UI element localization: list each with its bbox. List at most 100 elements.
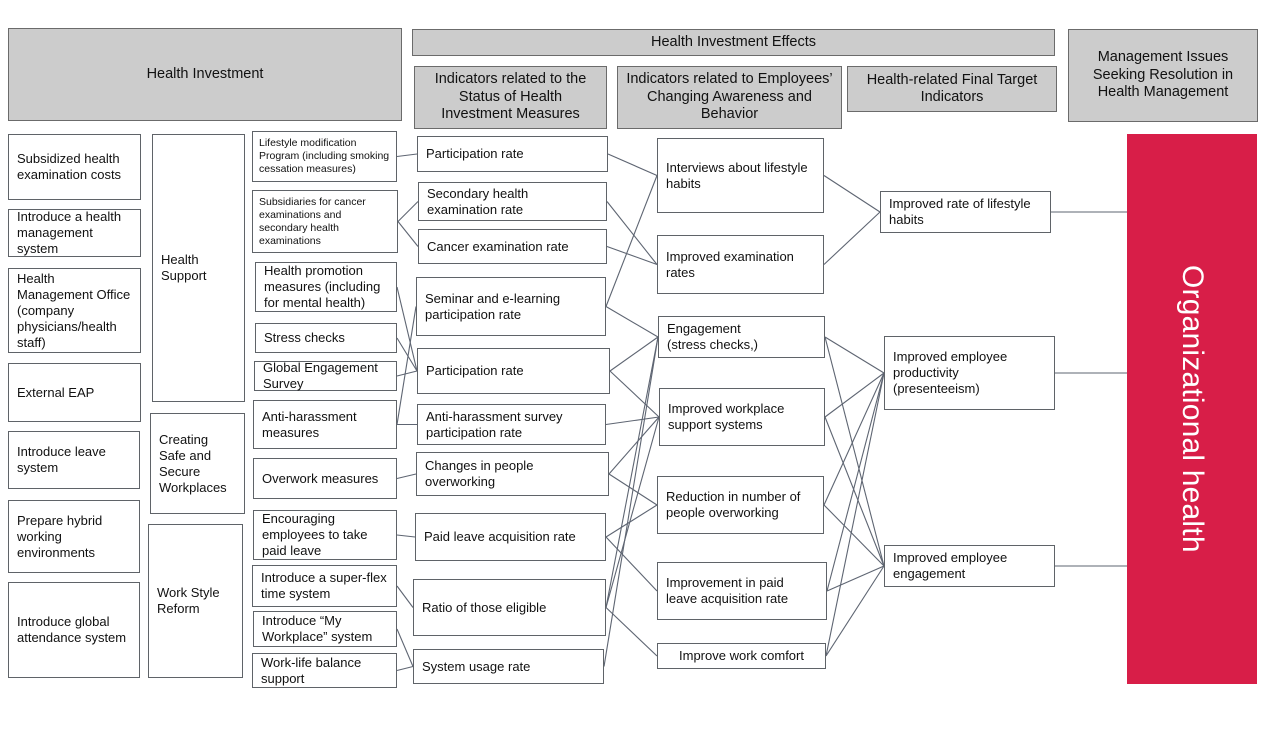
category-health-support: Health Support bbox=[152, 134, 245, 402]
link-awareness-to-target bbox=[826, 565, 885, 592]
final-target-label: Improved employee engagement bbox=[893, 550, 1008, 581]
status-indicator: System usage rate bbox=[413, 649, 604, 684]
link-awareness-to-target bbox=[825, 565, 885, 657]
measure-label: Encouraging employees to take paid leave bbox=[262, 511, 368, 558]
status-indicator: Changes in people overworking bbox=[416, 452, 609, 496]
header-awareness-indicators: Indicators related to Employees’ Changin… bbox=[617, 66, 842, 129]
measure-label: Anti-harassment measures bbox=[262, 408, 357, 440]
header-label: Health Investment bbox=[146, 65, 264, 82]
link-measure-to-status bbox=[396, 337, 418, 372]
awareness-indicator-label: Reduction in number of people overworkin… bbox=[666, 489, 801, 520]
header-health-investment: Health Investment bbox=[8, 28, 402, 121]
awareness-indicator-label: Improved examination rates bbox=[666, 248, 794, 280]
header-label: Health-related Final Target Indicators bbox=[866, 71, 1038, 106]
status-indicator: Participation rate bbox=[417, 136, 608, 172]
header-health-investment-effects: Health Investment Effects bbox=[412, 29, 1055, 56]
status-indicator-label: Changes in people overworking bbox=[425, 458, 534, 489]
awareness-indicator-label: Interviews about lifestyle habits bbox=[666, 159, 808, 191]
link-status-to-awareness bbox=[609, 336, 659, 372]
link-status-to-awareness bbox=[609, 370, 660, 418]
foundation-item: Health Management Office (company physic… bbox=[8, 268, 141, 353]
status-indicator-label: Secondary health examination rate bbox=[427, 185, 529, 217]
measure-item: Global Engagement Survey bbox=[254, 360, 397, 391]
link-awareness-to-target bbox=[823, 175, 881, 213]
status-indicator-label: System usage rate bbox=[422, 658, 531, 674]
awareness-indicator: Engagement (stress checks,) bbox=[658, 316, 825, 358]
category-label: Creating Safe and Secure Workplaces bbox=[159, 431, 227, 495]
measure-item: Stress checks bbox=[255, 323, 397, 353]
measure-label: Introduce a super-flex time system bbox=[261, 570, 387, 601]
final-target: Improved employee productivity (presente… bbox=[884, 336, 1055, 410]
foundation-item: Introduce global attendance system bbox=[8, 582, 140, 678]
foundation-label: External EAP bbox=[17, 384, 95, 400]
link-status-to-awareness bbox=[605, 175, 658, 307]
status-indicator-label: Participation rate bbox=[426, 146, 524, 161]
link-measure-to-status bbox=[396, 534, 416, 538]
awareness-indicator: Improved workplace support systems bbox=[659, 388, 825, 446]
goal-label: Organizational health bbox=[1176, 265, 1209, 553]
link-measure-to-status bbox=[396, 286, 418, 372]
measure-item: Introduce “My Workplace” system bbox=[253, 611, 397, 647]
header-label: Indicators related to Employees’ Changin… bbox=[626, 71, 833, 123]
link-status-to-awareness bbox=[607, 153, 658, 177]
header-label: Management Issues Seeking Resolution in … bbox=[1092, 49, 1234, 101]
foundation-label: Prepare hybrid working environments bbox=[17, 512, 103, 560]
link-status-to-awareness bbox=[605, 536, 658, 592]
link-status-to-awareness bbox=[606, 201, 658, 265]
status-indicator-label: Seminar and e-learning participation rat… bbox=[425, 290, 561, 322]
status-indicator: Paid leave acquisition rate bbox=[415, 513, 606, 561]
foundation-item: Introduce leave system bbox=[8, 431, 140, 489]
link-status-to-awareness bbox=[605, 416, 660, 426]
link-awareness-to-target bbox=[823, 504, 885, 567]
measure-label: Lifestyle modification Program (includin… bbox=[259, 137, 390, 175]
awareness-indicator-label: Engagement (stress checks,) bbox=[667, 321, 759, 352]
link-awareness-to-target bbox=[824, 416, 885, 567]
awareness-indicator: Improve work comfort bbox=[657, 643, 826, 669]
awareness-indicator-label: Improve work comfort bbox=[679, 648, 804, 663]
measure-item: Work-life balance support bbox=[252, 653, 397, 688]
header-status-indicators: Indicators related to the Status of Heal… bbox=[414, 66, 607, 129]
status-indicator: Secondary health examination rate bbox=[418, 182, 607, 221]
status-indicator-label: Paid leave acquisition rate bbox=[424, 529, 576, 544]
measure-label: Introduce “My Workplace” system bbox=[262, 613, 373, 644]
measure-label: Subsidiaries for cancer examinations and… bbox=[259, 195, 366, 247]
foundation-item: Subsidized health examination costs bbox=[8, 134, 141, 200]
organizational-health-goal: Organizational health bbox=[1127, 134, 1257, 684]
status-indicator: Ratio of those eligible bbox=[413, 579, 606, 636]
measure-label: Global Engagement Survey bbox=[263, 360, 378, 391]
measure-item: Health promotion measures (including for… bbox=[255, 262, 397, 312]
link-awareness-to-target bbox=[823, 372, 885, 506]
header-label: Health Investment Effects bbox=[651, 33, 816, 50]
link-measure-to-status bbox=[396, 473, 417, 480]
measure-label: Stress checks bbox=[264, 330, 345, 345]
link-status-to-awareness bbox=[603, 336, 659, 667]
link-awareness-to-target bbox=[826, 372, 885, 592]
link-measure-to-status bbox=[397, 201, 419, 222]
measure-item: Lifestyle modification Program (includin… bbox=[252, 131, 397, 182]
awareness-indicator: Interviews about lifestyle habits bbox=[657, 138, 824, 213]
foundation-item: External EAP bbox=[8, 363, 141, 422]
foundation-item: Introduce a health management system bbox=[8, 209, 141, 257]
link-measure-to-status bbox=[396, 665, 414, 672]
link-status-to-awareness bbox=[605, 416, 660, 608]
category-label: Health Support bbox=[161, 252, 207, 283]
awareness-indicator: Improvement in paid leave acquisition ra… bbox=[657, 562, 827, 620]
link-status-to-awareness bbox=[605, 336, 659, 608]
link-measure-to-status bbox=[396, 585, 414, 608]
status-indicator: Seminar and e-learning participation rat… bbox=[416, 277, 606, 336]
category-work-style-reform: Work Style Reform bbox=[148, 524, 243, 678]
final-target-label: Improved rate of lifestyle habits bbox=[889, 196, 1031, 227]
link-status-to-awareness bbox=[608, 473, 658, 506]
foundation-label: Health Management Office (company physic… bbox=[17, 270, 131, 350]
status-indicator: Participation rate bbox=[417, 348, 610, 394]
final-target: Improved rate of lifestyle habits bbox=[880, 191, 1051, 233]
link-awareness-to-target bbox=[823, 211, 881, 265]
awareness-indicator-label: Improvement in paid leave acquisition ra… bbox=[666, 575, 789, 606]
measure-label: Health promotion measures (including for… bbox=[264, 263, 381, 310]
status-indicator-label: Ratio of those eligible bbox=[422, 599, 547, 615]
link-measure-to-status bbox=[396, 306, 417, 425]
link-status-to-awareness bbox=[606, 245, 658, 266]
status-indicator-label: Cancer examination rate bbox=[427, 238, 569, 254]
link-measure-to-status bbox=[396, 370, 418, 377]
link-awareness-to-target bbox=[824, 336, 885, 567]
